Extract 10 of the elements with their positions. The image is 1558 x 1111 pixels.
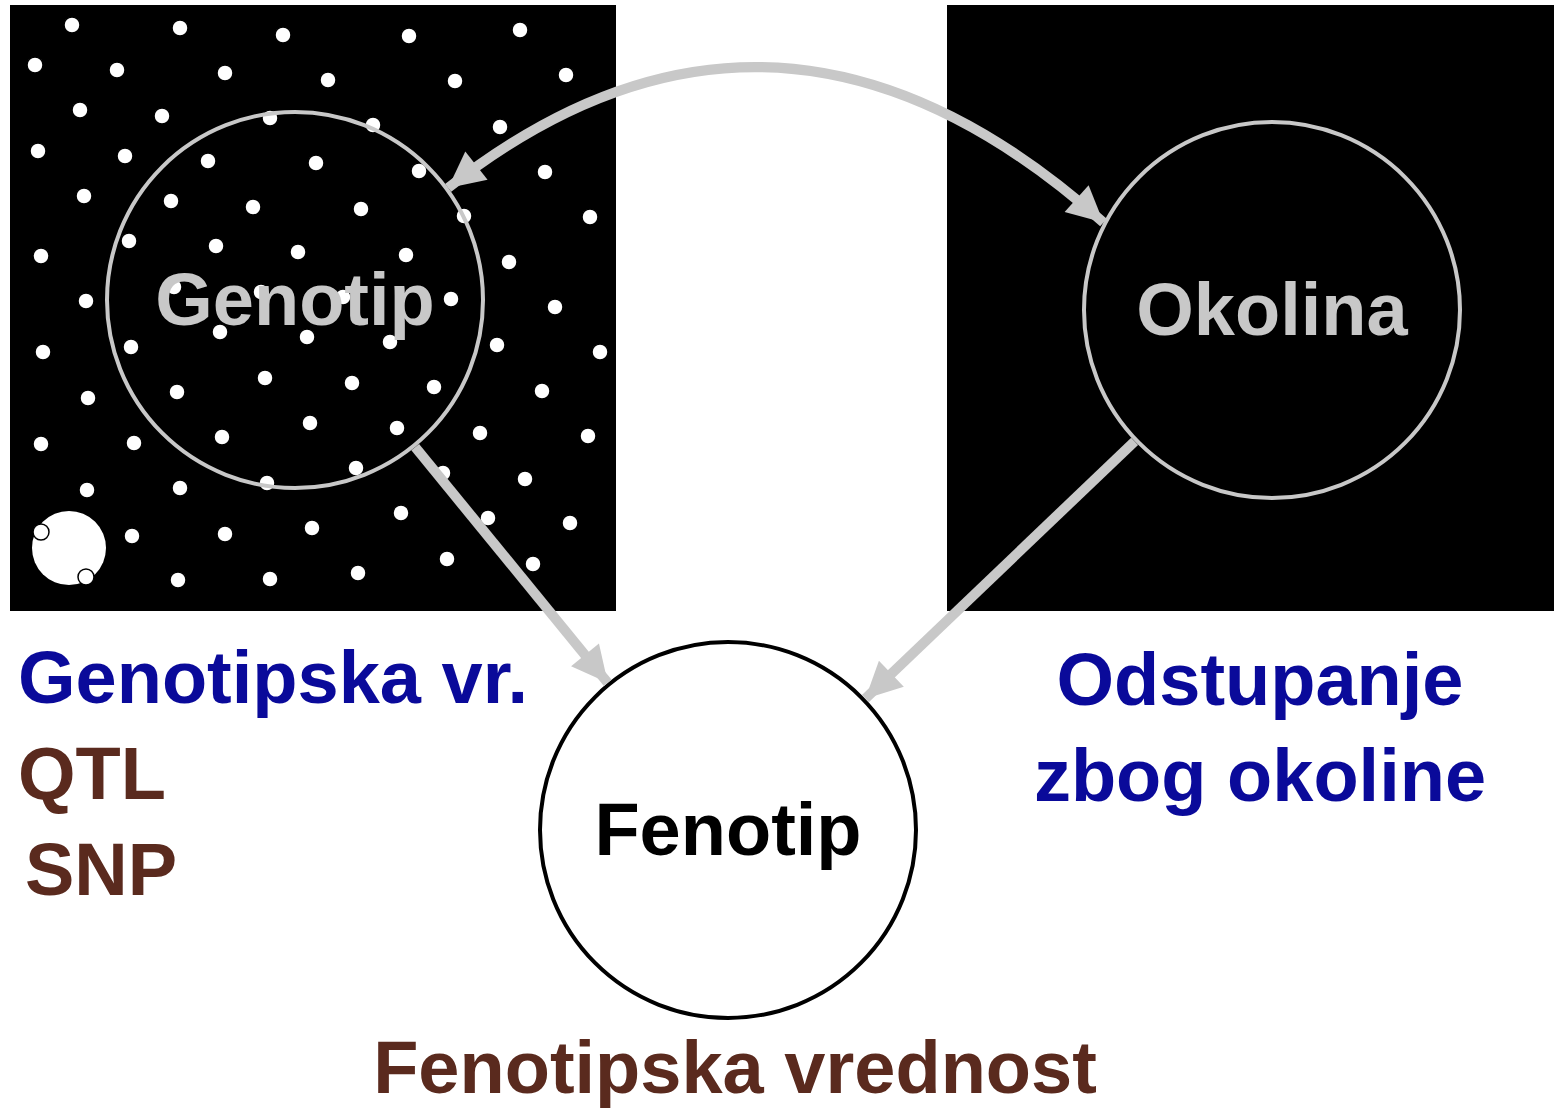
caption-text: Genotipska vr.: [18, 635, 528, 721]
genotype-circle: [105, 110, 485, 490]
caption-text: QTL: [18, 731, 166, 817]
arrow: [445, 62, 1107, 227]
node-label: Okolina: [1136, 273, 1408, 347]
arrow: [861, 437, 1139, 703]
arrow: [411, 443, 612, 687]
caption-text: SNP: [25, 827, 178, 913]
caption-text: Fenotipska vrednost: [372, 1025, 1098, 1111]
caption-text: Odstupanje zbog okoline: [1032, 637, 1488, 820]
